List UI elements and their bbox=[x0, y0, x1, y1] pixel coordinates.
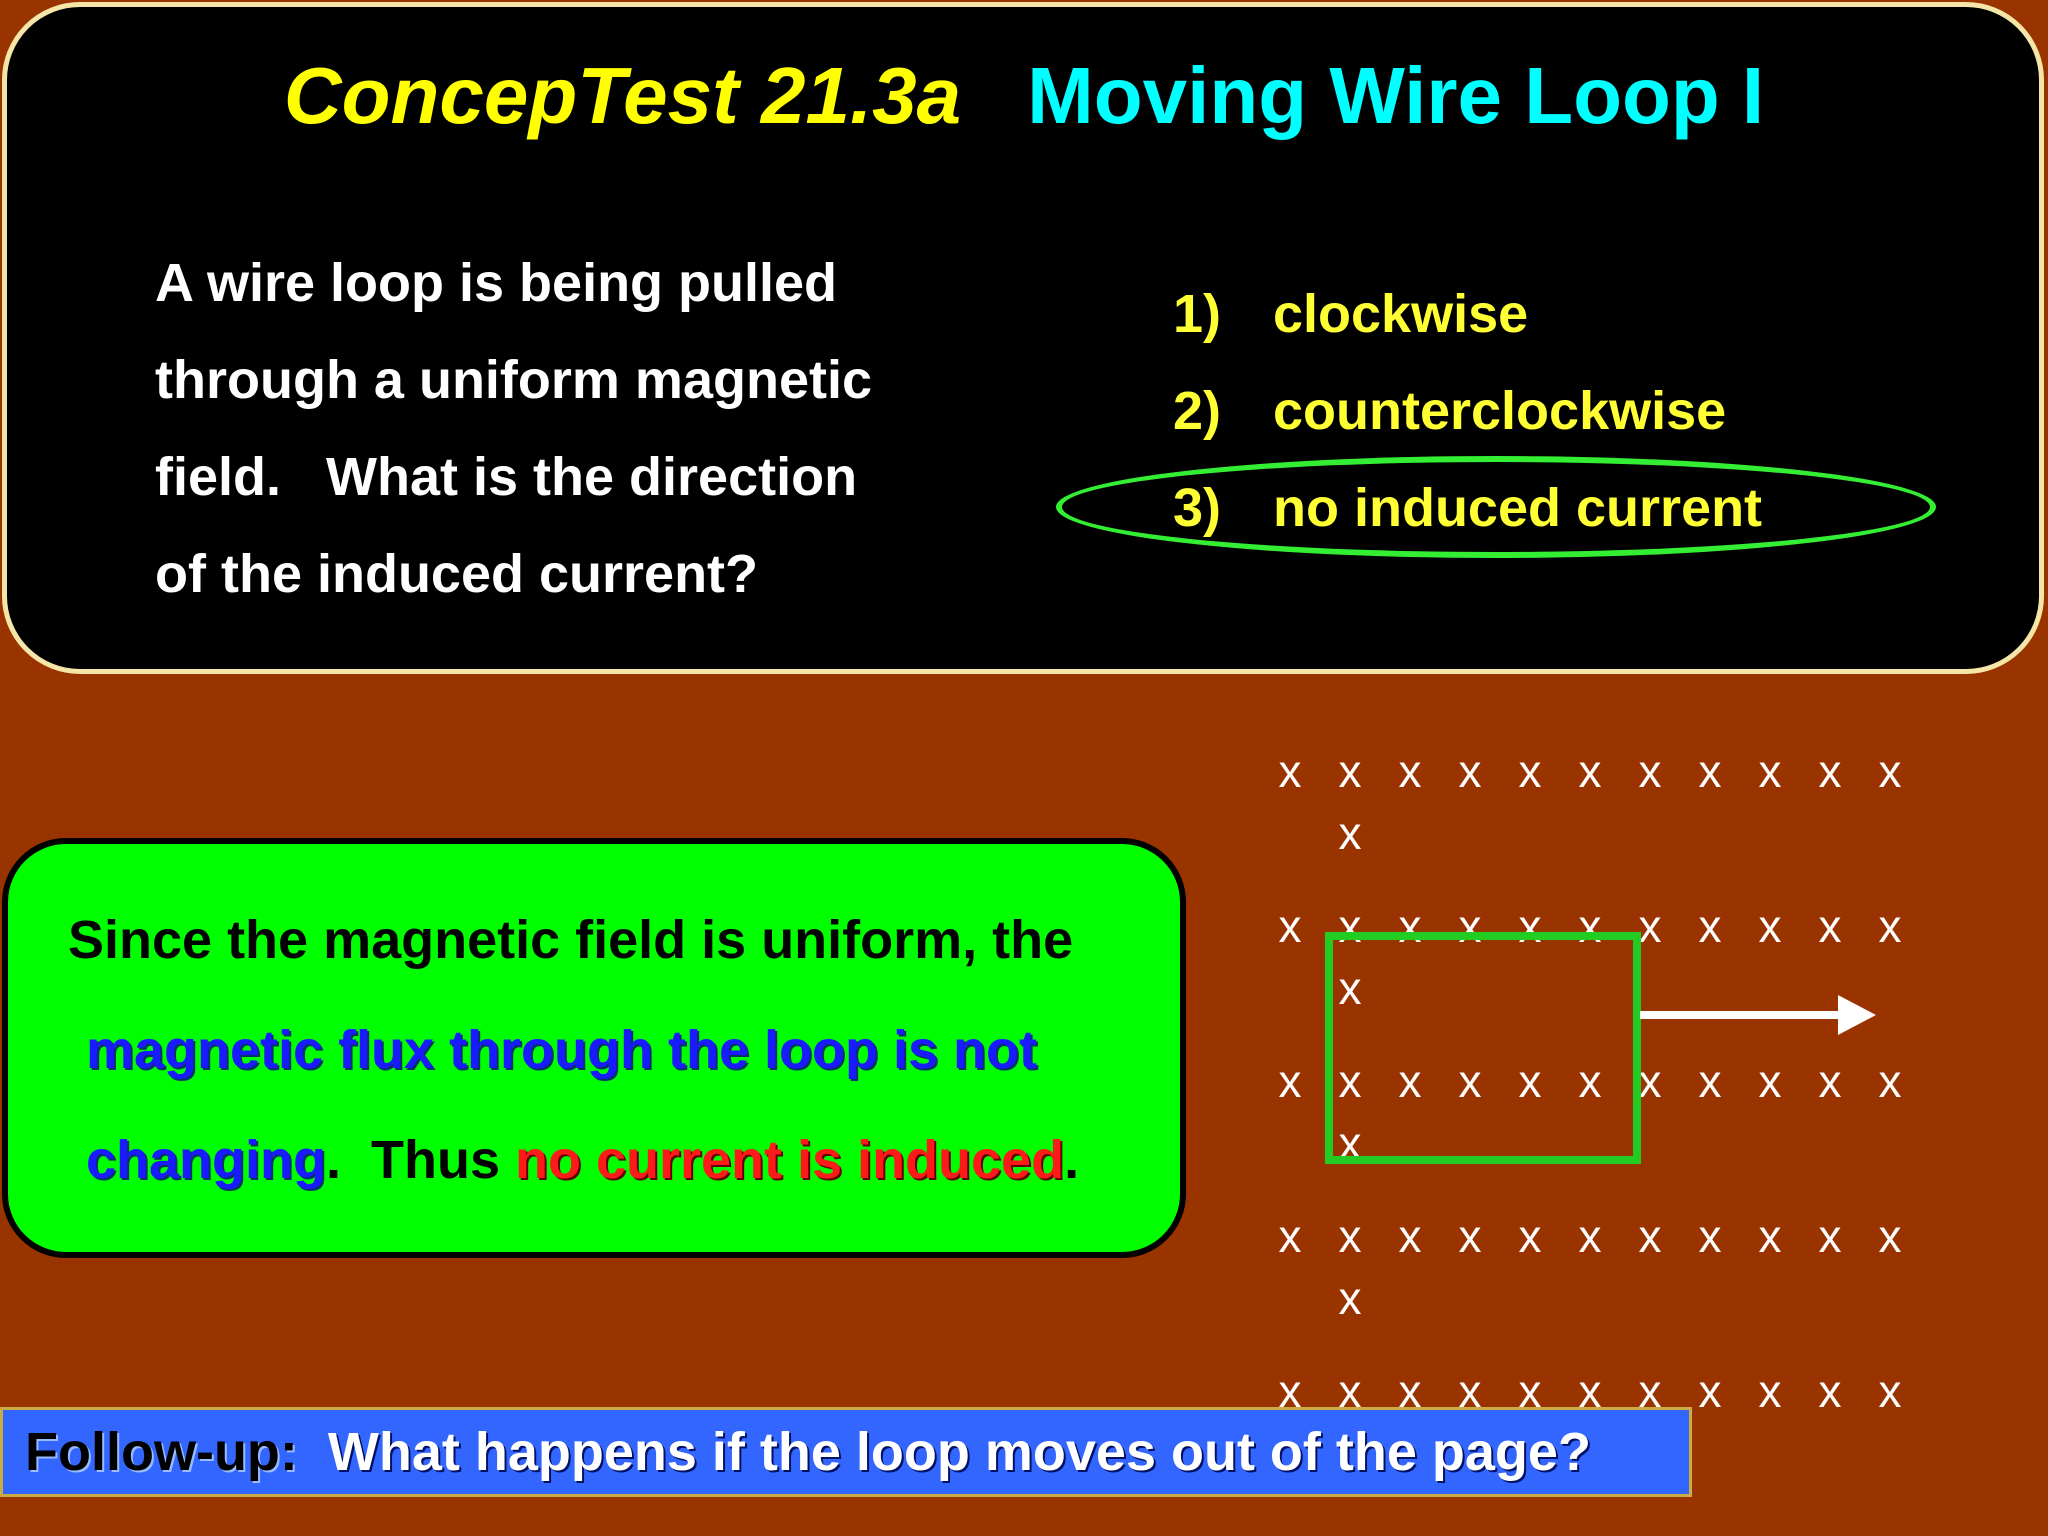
field-x-mark: x bbox=[1278, 745, 1302, 797]
field-x-mark: x bbox=[1518, 745, 1542, 797]
explanation-thus: . Thus bbox=[326, 1130, 515, 1190]
field-x-mark: x bbox=[1698, 1210, 1722, 1262]
question-text: A wire loop is being pulled through a un… bbox=[155, 235, 975, 623]
field-x-mark: x bbox=[1278, 1055, 1302, 1107]
option-number: 1) bbox=[1173, 284, 1222, 344]
question-line: through a uniform magnetic bbox=[155, 350, 873, 410]
field-x-mark: x bbox=[1398, 1055, 1422, 1107]
correct-answer-ellipse bbox=[1056, 456, 1936, 558]
followup-bar: Follow-up: What happens if the loop move… bbox=[0, 1407, 1692, 1497]
field-x-mark: x bbox=[1818, 1210, 1842, 1262]
question-line: field. What is the direction bbox=[155, 447, 858, 507]
field-x-mark: x bbox=[1698, 900, 1722, 952]
field-x-mark: x bbox=[1458, 1210, 1482, 1262]
field-x-mark: x bbox=[1278, 1365, 1302, 1417]
field-x-mark: x bbox=[1878, 1365, 1902, 1417]
question-line: A wire loop is being pulled bbox=[155, 253, 838, 313]
wire-loop bbox=[1325, 932, 1641, 1164]
field-x-mark: x bbox=[1638, 745, 1662, 797]
field-x-mark: x bbox=[1338, 1055, 1362, 1107]
field-x-mark: x bbox=[1638, 1365, 1662, 1417]
field-x-mark: x bbox=[1398, 745, 1422, 797]
field-x-mark: x bbox=[1338, 807, 1362, 859]
field-x-mark: x bbox=[1638, 1210, 1662, 1262]
field-x-mark: x bbox=[1698, 1365, 1722, 1417]
option-label: counterclockwise bbox=[1273, 381, 1727, 441]
title-name: Moving Wire Loop I bbox=[1027, 51, 1765, 140]
field-x-mark: x bbox=[1638, 1055, 1662, 1107]
velocity-arrow bbox=[1640, 995, 1876, 1035]
field-x-mark: x bbox=[1758, 900, 1782, 952]
explanation-line-3: changing. Thus no current is induced. bbox=[86, 1128, 1079, 1192]
explanation-period: . bbox=[1064, 1130, 1080, 1190]
explanation-line-1: Since the magnetic field is uniform, the bbox=[68, 910, 1074, 970]
slide-title: ConcepTest 21.3a Moving Wire Loop I bbox=[0, 48, 2048, 144]
field-x-mark: x bbox=[1458, 745, 1482, 797]
field-x-mark: x bbox=[1338, 962, 1362, 1014]
field-x-mark: x bbox=[1398, 1210, 1422, 1262]
field-x-mark: x bbox=[1278, 900, 1302, 952]
followup-label: Follow-up: bbox=[25, 1422, 298, 1482]
field-x-mark: x bbox=[1878, 745, 1902, 797]
field-x-mark: x bbox=[1338, 1272, 1362, 1324]
field-x-mark: x bbox=[1338, 745, 1362, 797]
field-x-mark: x bbox=[1818, 745, 1842, 797]
field-x-mark: x bbox=[1338, 1365, 1362, 1417]
field-x-mark: x bbox=[1278, 1210, 1302, 1262]
field-x-mark: x bbox=[1878, 1055, 1902, 1107]
field-x-mark: x bbox=[1458, 1055, 1482, 1107]
field-x-mark: x bbox=[1458, 1365, 1482, 1417]
field-x-mark: x bbox=[1518, 1055, 1542, 1107]
field-x-mark: x bbox=[1578, 1055, 1602, 1107]
field-x-mark: x bbox=[1758, 1210, 1782, 1262]
field-x-mark: x bbox=[1518, 1365, 1542, 1417]
field-x-mark: x bbox=[1818, 1365, 1842, 1417]
field-x-mark: x bbox=[1578, 1210, 1602, 1262]
explanation-changing: changing bbox=[86, 1130, 326, 1190]
arrow-head bbox=[1838, 995, 1876, 1035]
field-x-mark: x bbox=[1878, 1210, 1902, 1262]
answer-explanation-box bbox=[2, 838, 1186, 1258]
option-1[interactable]: 1) clockwise bbox=[1173, 266, 1762, 363]
field-x-mark: x bbox=[1758, 1055, 1782, 1107]
field-x-mark: x bbox=[1878, 900, 1902, 952]
field-x-mark: x bbox=[1818, 1055, 1842, 1107]
field-x-mark: x bbox=[1578, 745, 1602, 797]
explanation-no-current: no current is induced bbox=[515, 1130, 1065, 1190]
field-x-mark: x bbox=[1338, 1210, 1362, 1262]
field-x-mark: x bbox=[1698, 745, 1722, 797]
field-x-mark: x bbox=[1818, 900, 1842, 952]
option-label: clockwise bbox=[1273, 284, 1529, 344]
question-line: of the induced current? bbox=[155, 544, 759, 604]
field-x-mark: x bbox=[1638, 900, 1662, 952]
field-x-mark: x bbox=[1398, 1365, 1422, 1417]
option-2[interactable]: 2) counterclockwise bbox=[1173, 363, 1762, 460]
field-x-mark: x bbox=[1758, 1365, 1782, 1417]
field-x-mark: x bbox=[1518, 1210, 1542, 1262]
explanation-line-2: magnetic flux through the loop is not bbox=[86, 1020, 1037, 1080]
field-x-mark: x bbox=[1758, 745, 1782, 797]
option-number: 2) bbox=[1173, 381, 1222, 441]
followup-question: What happens if the loop moves out of th… bbox=[297, 1422, 1591, 1482]
field-x-mark: x bbox=[1578, 1365, 1602, 1417]
title-code: ConcepTest 21.3a bbox=[283, 51, 962, 140]
question-panel bbox=[2, 2, 2044, 674]
field-x-mark: x bbox=[1698, 1055, 1722, 1107]
